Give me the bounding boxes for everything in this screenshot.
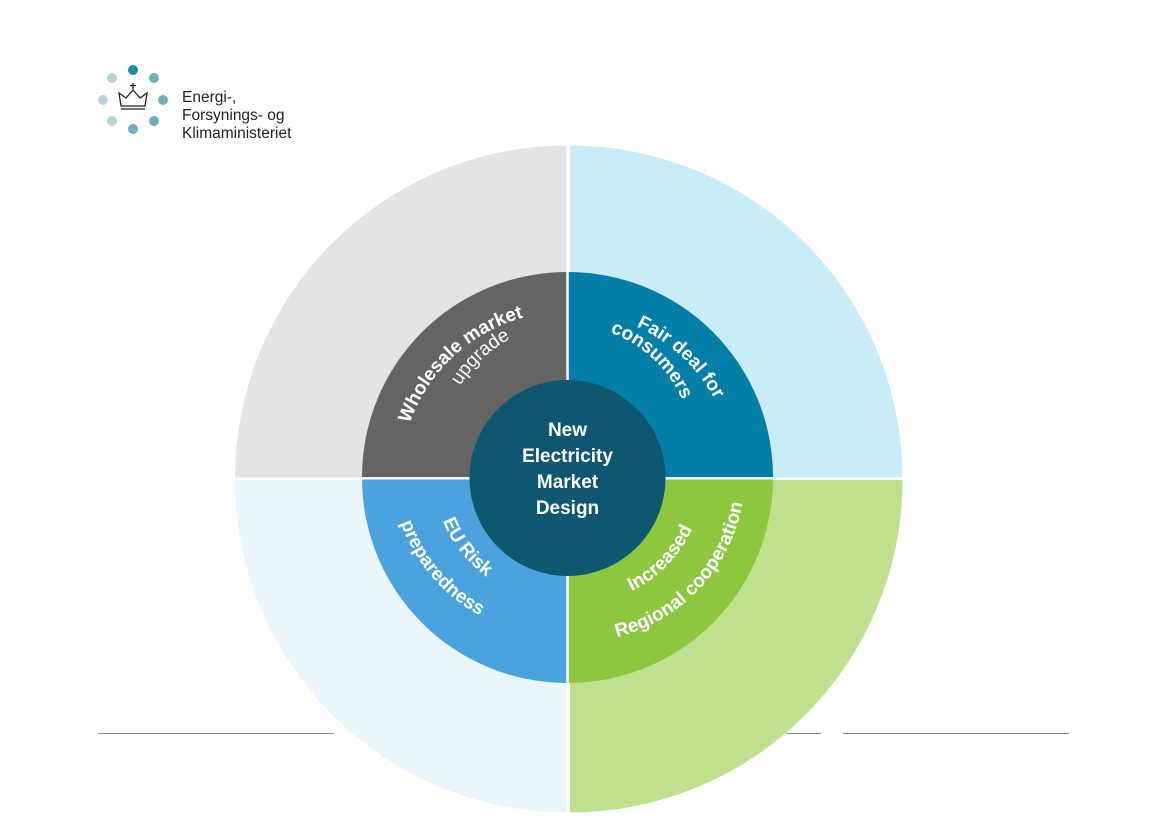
logo-dot — [128, 124, 138, 134]
logo-dot — [107, 116, 117, 126]
center-label-line: Electricity — [522, 446, 613, 467]
footer-rule-left — [98, 733, 334, 734]
center-label-line: New — [548, 420, 587, 441]
logo-dot — [128, 65, 138, 75]
ministry-name: Energi-, Forsynings- og Klimaministeriet — [182, 89, 291, 143]
footer-rule-mid — [786, 733, 821, 734]
logo-dot — [107, 73, 117, 83]
ministry-logo: Energi-, Forsynings- og Klimaministeriet — [95, 62, 355, 152]
logo-dot — [149, 116, 159, 126]
logo-dot — [158, 95, 168, 105]
logo-dot — [98, 95, 108, 105]
ministry-name-line: Forsynings- og — [182, 107, 285, 124]
center-label-line: Market — [537, 472, 599, 493]
crown-logo-icon — [98, 65, 168, 134]
ministry-name-line: Energi-, — [182, 89, 237, 106]
center-circle — [469, 380, 666, 576]
crown-icon — [118, 83, 148, 110]
footer-rule-right — [843, 733, 1069, 734]
logo-dot — [149, 73, 159, 83]
ministry-name-line: Klimaministeriet — [182, 125, 292, 142]
center-label-line: Design — [536, 498, 599, 519]
